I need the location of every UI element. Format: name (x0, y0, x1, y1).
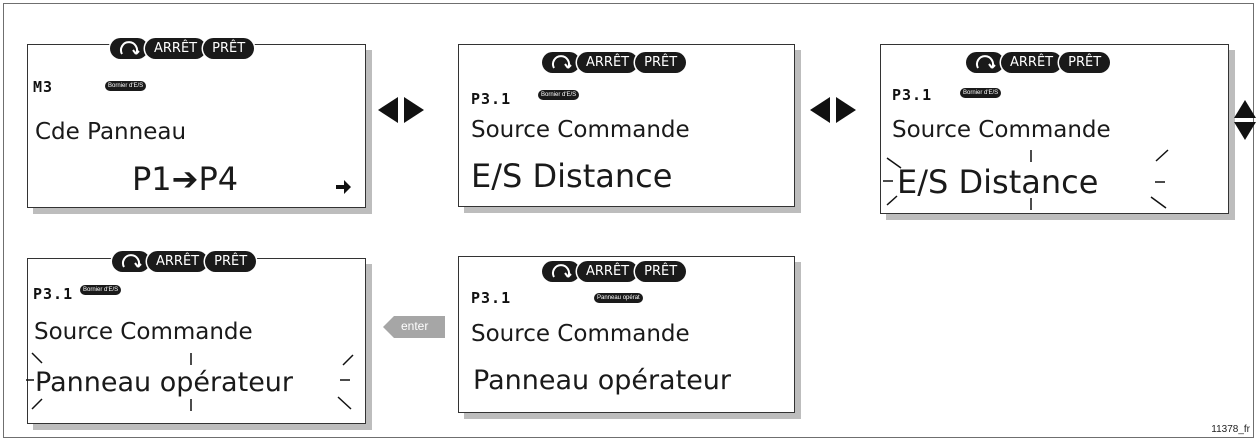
io-badge: Bornier d'E/S (80, 285, 122, 295)
enter-key-label: enter (401, 319, 429, 333)
parameter-code: P3.1 (892, 86, 933, 104)
keypad-display-panel-3: ARRÊT PRÊT P3.1 Bornier d'E/S Source Com… (880, 44, 1229, 214)
ready-status-pill: PRÊT (205, 251, 257, 272)
menu-code: M3 (33, 78, 54, 96)
blink-marks (26, 352, 354, 411)
blink-marks (883, 149, 1169, 210)
keypad-display-panel-2: ARRÊT PRÊT P3.1 Bornier d'E/S Source Com… (458, 44, 795, 207)
status-bar: ARRÊT PRÊT (966, 52, 1111, 73)
parameter-value-blinking: Panneau opérateur (35, 367, 294, 398)
ready-status-pill: PRÊT (635, 261, 687, 282)
stop-status-pill: ARRÊT (1001, 52, 1063, 73)
stop-status-pill: ARRÊT (147, 251, 209, 272)
stop-status-pill: ARRÊT (577, 52, 639, 73)
parameter-name: Source Commande (892, 117, 1111, 143)
ready-status-pill: PRÊT (203, 38, 255, 59)
io-badge: Bornier d'E/S (538, 90, 580, 100)
status-bar: ARRÊT PRÊT (110, 38, 255, 59)
rotate-icon (112, 251, 150, 272)
parameter-code: P3.1 (471, 90, 512, 108)
parameter-code: P3.1 (471, 289, 512, 307)
status-bar: ARRÊT PRÊT (542, 261, 687, 282)
rotate-icon (110, 38, 148, 59)
rotate-icon (542, 261, 580, 282)
arrow-right-icon (404, 97, 424, 123)
figure-frame (3, 3, 1254, 438)
parameter-name: Source Commande (471, 117, 690, 143)
stop-status-pill: ARRÊT (577, 261, 639, 282)
ready-status-pill: PRÊT (1059, 52, 1111, 73)
keypad-display-panel-4: ARRÊT PRÊT P3.1 Bornier d'E/S Source Com… (26, 251, 366, 424)
arrow-left-icon (810, 97, 830, 123)
parameter-value: Panneau opérateur (473, 365, 732, 396)
arrow-up-icon (1234, 100, 1256, 118)
status-bar: ARRÊT PRÊT (542, 52, 687, 73)
io-badge: Bornier d'E/S (960, 88, 1002, 98)
menu-title: Cde Panneau (35, 119, 187, 145)
arrow-left-icon (378, 97, 398, 123)
parameter-value-blinking: E/S Distance (897, 163, 1099, 201)
figure-number: 11378_fr (1211, 424, 1250, 435)
keypad-display-panel-5: ARRÊT PRÊT P3.1 Panneau opérat Source Co… (458, 256, 795, 413)
status-bar: ARRÊT PRÊT (112, 251, 257, 272)
keypad-badge: Panneau opérat (594, 293, 643, 303)
rotate-icon (542, 52, 580, 73)
parameter-name: Source Commande (471, 321, 690, 347)
menu-range: P1➔P4 (132, 160, 239, 198)
arrow-down-icon (1234, 122, 1256, 140)
io-badge: Bornier d'E/S (105, 81, 147, 91)
enter-arrow-icon (383, 316, 445, 338)
stop-status-pill: ARRÊT (145, 38, 207, 59)
arrow-right-icon (836, 97, 856, 123)
cursor-arrow-icon (336, 180, 351, 194)
keypad-display-panel-1: ARRÊT PRÊT M3 Bornier d'E/S Cde Panneau … (27, 38, 366, 208)
parameter-name: Source Commande (34, 319, 253, 345)
parameter-code: P3.1 (33, 285, 74, 303)
parameter-value: E/S Distance (471, 157, 673, 195)
rotate-icon (966, 52, 1004, 73)
ready-status-pill: PRÊT (635, 52, 687, 73)
